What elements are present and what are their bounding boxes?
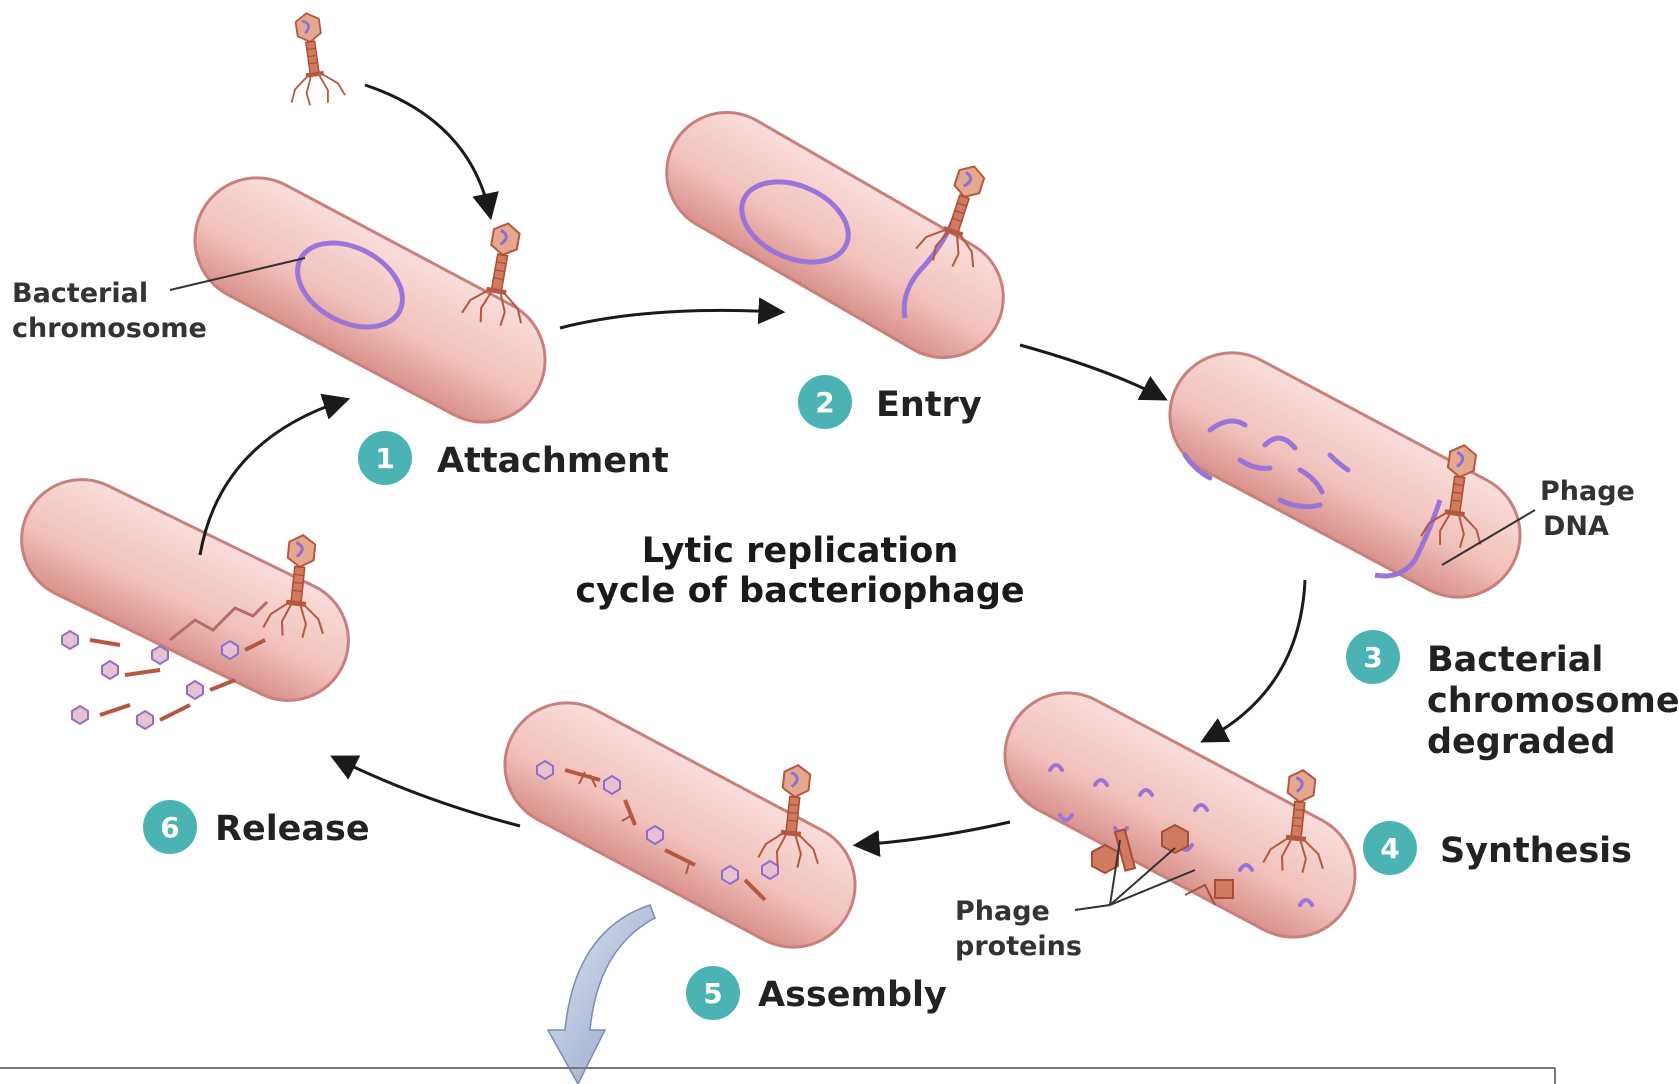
step-3-label-line-2: chromosome xyxy=(1427,681,1679,721)
step-5-number: 5 xyxy=(703,977,722,1010)
step-3-number: 3 xyxy=(1363,641,1382,674)
step-3-label-line-1: Bacterial xyxy=(1427,640,1603,680)
arrow-4-to-5 xyxy=(858,822,1010,845)
callout-phage-dna-line-1: Phage xyxy=(1540,476,1635,507)
step-3: 3 Bacterial chromosome degraded xyxy=(1346,630,1679,762)
stage-1-bacterium xyxy=(173,10,567,444)
callout-phage-proteins-line-2: proteins xyxy=(955,931,1082,962)
step-2-number: 2 xyxy=(815,386,834,419)
step-1: 1 Attachment xyxy=(358,431,669,485)
step-2: 2 Entry xyxy=(798,375,982,429)
step-4-number: 4 xyxy=(1380,832,1399,865)
stage-3-bacterium xyxy=(1148,331,1542,619)
callout-bacterial-chromosome-line-2: chromosome xyxy=(12,313,207,344)
diagram-title-line-1: Lytic replication xyxy=(642,531,959,571)
arrow-2-to-3 xyxy=(1020,345,1163,398)
step-6-label: Release xyxy=(215,809,370,849)
continuation-arrow xyxy=(548,905,655,1084)
step-1-label: Attachment xyxy=(437,441,669,481)
callout-phage-dna-line-2: DNA xyxy=(1543,511,1609,542)
step-3-label-line-3: degraded xyxy=(1427,722,1616,762)
step-6-number: 6 xyxy=(160,811,179,844)
arrow-1-to-2 xyxy=(560,310,780,328)
step-2-label: Entry xyxy=(876,385,982,425)
step-4: 4 Synthesis xyxy=(1363,821,1632,875)
diagram-title-line-2: cycle of bacteriophage xyxy=(575,571,1024,611)
step-4-label: Synthesis xyxy=(1440,831,1632,871)
callout-phage-proteins-line-1: Phage xyxy=(955,896,1050,927)
step-5-label: Assembly xyxy=(758,975,947,1015)
incoming-phage-icon xyxy=(280,10,346,108)
callout-bacterial-chromosome-line-1: Bacterial xyxy=(12,278,148,309)
stage-2-bacterium xyxy=(645,91,1025,380)
arrow-3-to-4 xyxy=(1205,580,1305,740)
step-5: 5 Assembly xyxy=(686,966,947,1020)
arrow-incoming-phage xyxy=(365,85,490,215)
arrow-6-to-1 xyxy=(200,400,345,555)
step-6: 6 Release xyxy=(143,800,370,854)
stage-6-bacterium xyxy=(1,459,368,729)
stage-5-bacterium xyxy=(483,681,877,969)
step-1-number: 1 xyxy=(375,442,394,475)
